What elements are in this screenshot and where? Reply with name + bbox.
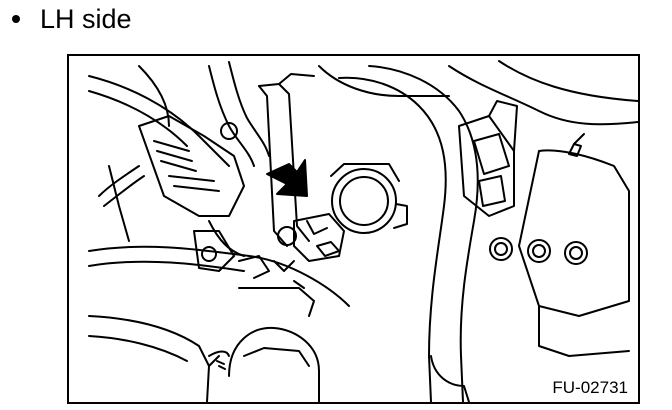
bolt-icons	[489, 237, 588, 265]
connector-block	[458, 100, 518, 217]
filler-cap	[206, 326, 320, 402]
sensor-cluster	[138, 115, 245, 257]
background-contour	[448, 65, 638, 126]
engine-illustration-frame: FU-02731	[67, 54, 640, 404]
hose-main	[338, 76, 447, 402]
background-contour	[138, 65, 170, 127]
engine-block	[238, 287, 315, 317]
housing-panel	[518, 149, 630, 317]
background-contour	[318, 65, 450, 97]
background-contour	[88, 90, 188, 147]
section-heading: LH side	[12, 2, 132, 36]
engine-block	[293, 280, 305, 289]
background-contour	[88, 335, 188, 362]
wire-harness	[98, 165, 140, 197]
mounting-bracket	[193, 230, 270, 279]
hose-main	[368, 65, 479, 402]
pipe-vertical	[258, 73, 315, 87]
engine-block	[88, 260, 245, 272]
bullet-icon	[12, 15, 20, 23]
hose-lower-right	[430, 355, 470, 402]
hose-upper-left	[208, 65, 255, 167]
indicator-arrow	[266, 159, 308, 197]
hose-upper-left	[228, 61, 270, 157]
pipe-vertical	[278, 83, 310, 242]
fuel-connector	[273, 213, 345, 272]
figure-code-label: FU-02731	[550, 378, 630, 398]
background-contour	[88, 75, 230, 167]
wire-harness	[103, 175, 145, 207]
housing-panel	[538, 305, 630, 357]
section-heading-text: LH side	[40, 4, 132, 34]
background-contour	[88, 315, 210, 367]
pipe-vertical	[258, 85, 288, 247]
engine-line-drawing	[88, 60, 638, 402]
stud	[568, 143, 582, 157]
throttle-body	[330, 163, 408, 234]
stud	[573, 133, 585, 145]
wire-harness	[108, 165, 130, 242]
engine-block	[88, 245, 350, 307]
background-contour	[498, 60, 638, 102]
